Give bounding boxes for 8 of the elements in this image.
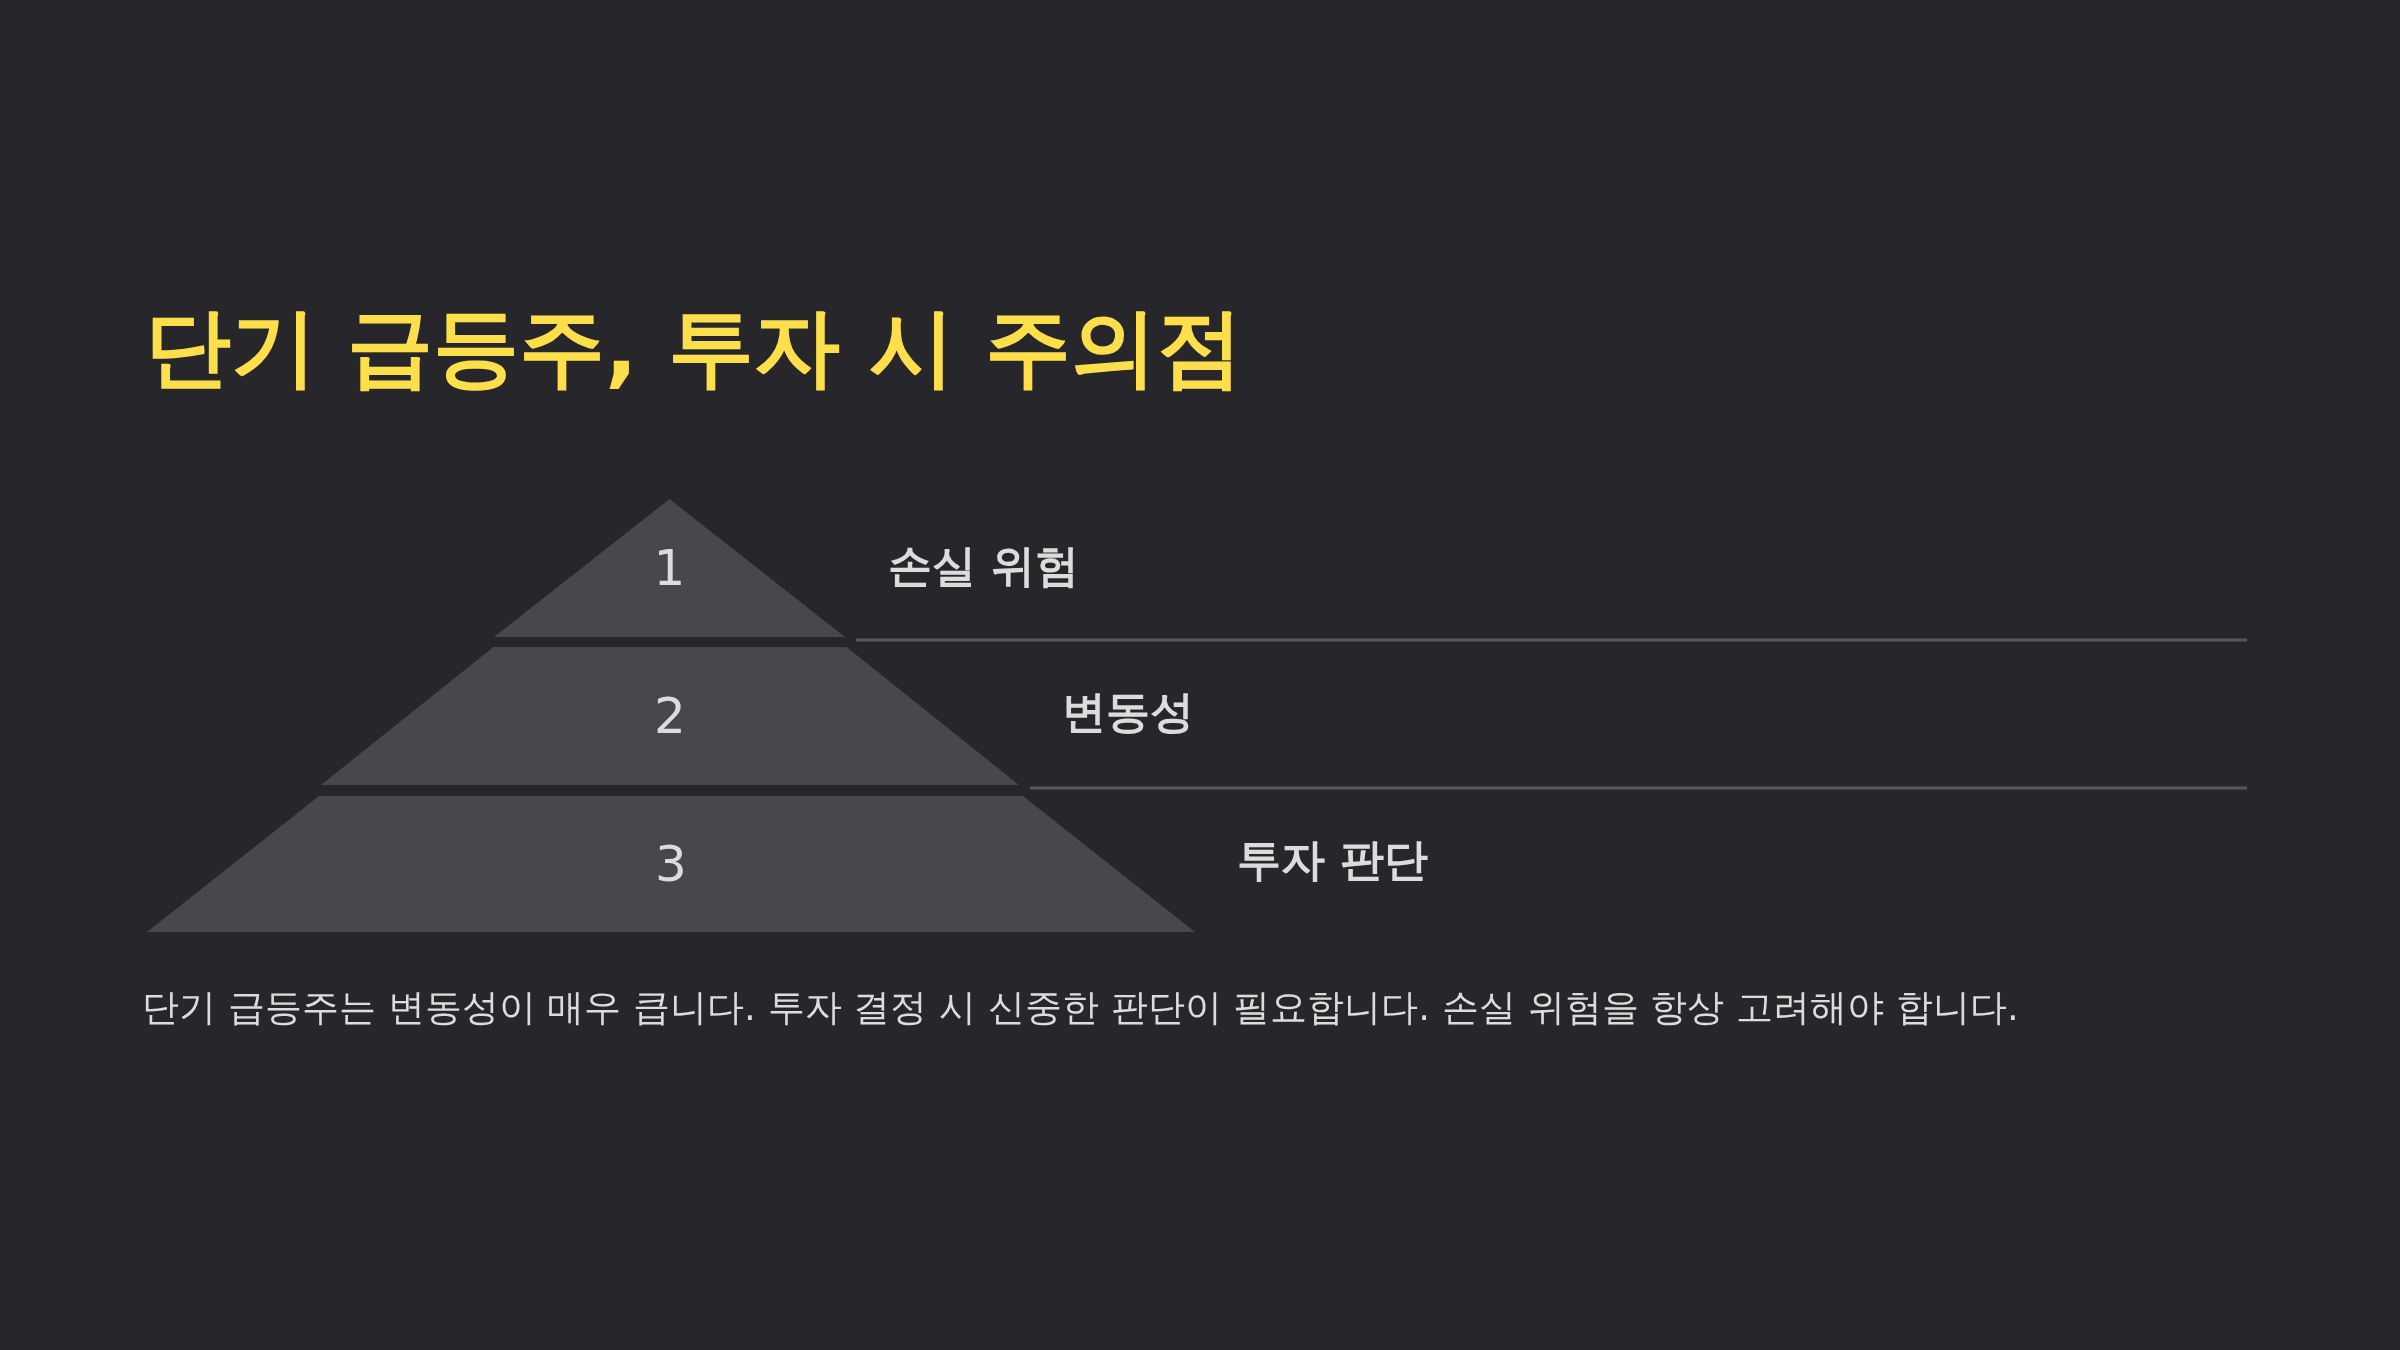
tier-number: 2 <box>654 687 686 745</box>
tier-label: 변동성 <box>1062 684 1194 739</box>
tier-number: 1 <box>653 539 686 597</box>
title: 단기 급등주, 투자 시 주의점 <box>145 300 1244 395</box>
tier-label: 투자 판단 <box>1237 832 1429 887</box>
tier-number: 3 <box>655 835 687 893</box>
tier-label: 손실 위험 <box>888 538 1080 593</box>
description-text: 단기 급등주는 변동성이 매우 큽니다. 투자 결정 시 신중한 판단이 필요합니다. 손실 위험을 항상 고려해야 합니다. <box>142 985 2019 1031</box>
